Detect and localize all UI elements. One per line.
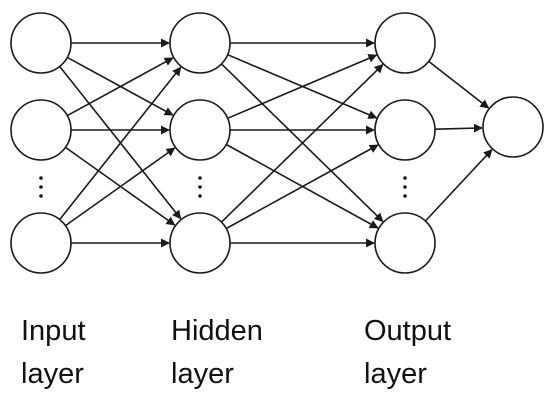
output-node-2	[374, 212, 436, 274]
output-node-1	[374, 99, 436, 161]
output-layer-label: Output layer	[364, 310, 451, 396]
input-layer-label-line2: layer	[21, 358, 84, 390]
connection-arrow-output-0-to-final-0	[428, 60, 490, 109]
neural-network-diagram	[10, 12, 544, 274]
input-layer-label-line1: Input	[21, 315, 86, 347]
connection-arrow-hidden-1-to-output-0	[227, 54, 378, 120]
output-ellipsis-icon	[403, 176, 407, 198]
input-ellipsis-icon	[39, 176, 43, 198]
connection-arrow-input-1-to-hidden-0	[66, 57, 174, 117]
hidden-layer-label-line2: layer	[171, 358, 234, 390]
connection-arrow-hidden-2-to-output-0	[220, 63, 384, 223]
connection-arrow-input-2-to-hidden-0	[59, 66, 182, 220]
connections-group	[59, 38, 493, 248]
ellipsis-group	[39, 176, 407, 198]
nodes-group	[10, 12, 544, 274]
output-layer-label-line2: layer	[364, 358, 427, 390]
input-node-1	[10, 99, 72, 161]
final-node-0	[482, 96, 544, 158]
hidden-ellipsis-icon	[198, 176, 202, 198]
input-layer-label: Input layer	[21, 310, 86, 396]
connection-arrow-input-2-to-hidden-1	[65, 147, 176, 227]
input-node-2	[10, 212, 72, 274]
hidden-layer-label-line1: Hidden	[171, 315, 263, 347]
hidden-node-2	[169, 212, 231, 274]
output-node-0	[374, 12, 436, 74]
connection-arrow-output-2-to-final-0	[424, 149, 493, 222]
connection-arrow-output-1-to-final-0	[434, 123, 483, 133]
input-node-0	[10, 12, 72, 74]
hidden-node-0	[169, 12, 231, 74]
hidden-layer-label: Hidden layer	[171, 310, 263, 396]
connection-arrow-hidden-2-to-output-1	[225, 144, 379, 230]
output-layer-label-line1: Output	[364, 315, 452, 347]
hidden-node-1	[169, 99, 231, 161]
